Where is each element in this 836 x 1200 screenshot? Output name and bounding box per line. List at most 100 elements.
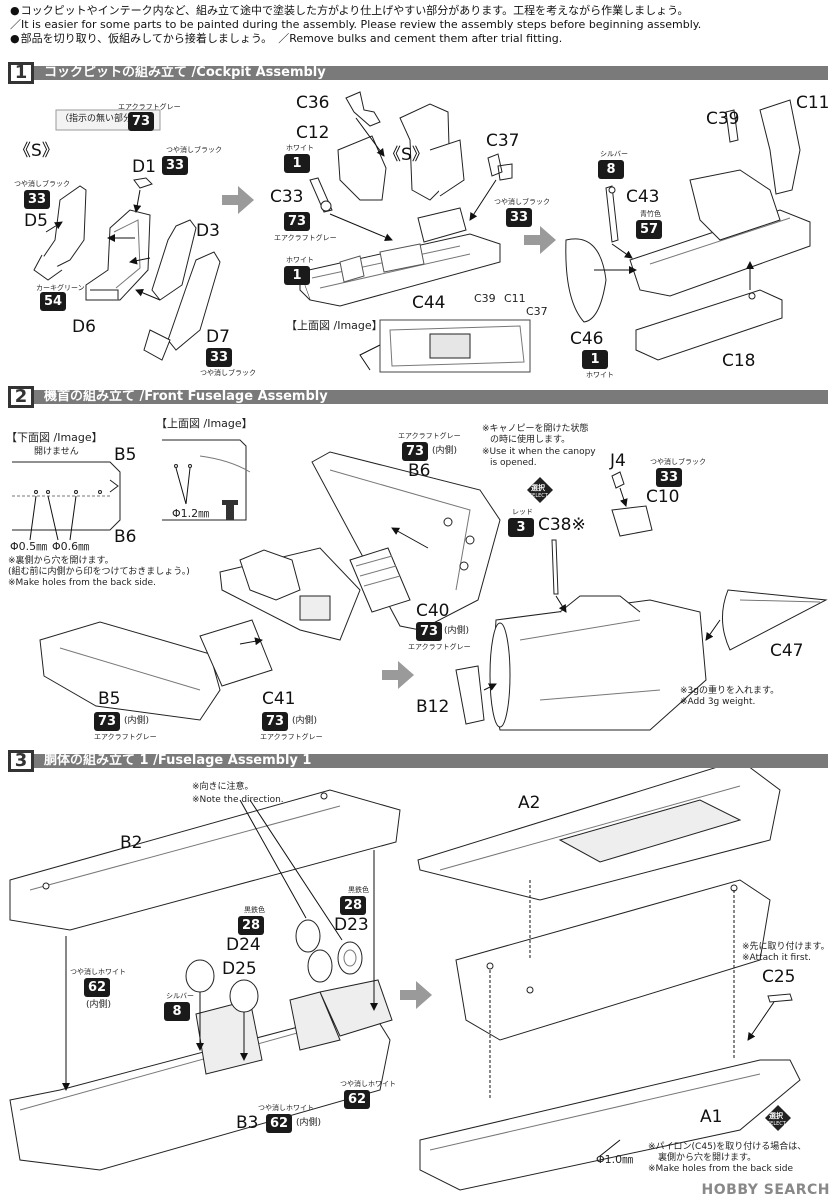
flat-white-inner: (内側) [86, 1000, 112, 1010]
top-view-image [360, 320, 530, 372]
part-c43 [606, 186, 618, 242]
part-label-c39: C39 [706, 109, 740, 129]
part-label-c33: C33 [270, 187, 304, 207]
fuselage-mid [456, 880, 770, 1040]
step-2-number: 2 [8, 386, 34, 408]
c40-color: エアクラフトグレー [408, 643, 471, 651]
c12-color: ホワイト [286, 144, 314, 152]
hole-05: Φ0.5㎜ [10, 540, 48, 553]
weight-note-en: ※Add 3g weight. [680, 697, 756, 707]
b3-color: つや消しホワイト [258, 1104, 314, 1112]
part-label-b2: B2 [120, 833, 143, 853]
seat-d6 [86, 210, 150, 300]
part-c33 [310, 178, 332, 212]
part-label-c46: C46 [570, 329, 604, 349]
part-label-d3: D3 [196, 221, 220, 241]
step-2-title: 機首の組み立て /Front Fuselage Assembly [44, 389, 328, 404]
hole-10: Φ1.0㎜ [596, 1153, 634, 1166]
first-note-jp: ※先に取り付けます。 [742, 942, 830, 952]
select-icon [527, 477, 553, 503]
paint-note-jp: コックピットやインテーク内など、組み立て途中で塗装した方がより仕上げやすい部分が… [10, 4, 689, 17]
c46-color: ホワイト [586, 371, 614, 379]
d1-color: つや消しブラック [166, 146, 222, 154]
b5-color-code: 73 [94, 712, 120, 731]
select-en: SELECT [529, 493, 548, 499]
fuselage-a1 [420, 1060, 800, 1190]
part-label-d25: D25 [222, 959, 257, 979]
seat-d3 [152, 220, 196, 300]
part-label-c12: C12 [296, 123, 330, 143]
nose-cone-c47 [722, 590, 826, 650]
part-d1 [134, 178, 152, 188]
c41-color-code: 73 [262, 712, 288, 731]
part-label-c40: C40 [416, 601, 450, 621]
hole-note2-jp: (組む前に内側から印をつけておきましょう。) [8, 567, 190, 577]
d6-color: カーキグリーン [36, 284, 85, 292]
part-label-c37: C37 [486, 131, 520, 151]
no-open-note: 開けません [34, 447, 79, 457]
b6-color: エアクラフトグレー [398, 432, 461, 440]
step1-arrow-1 [222, 186, 254, 214]
part-c37 [488, 154, 512, 180]
c43-color-code: 8 [598, 160, 624, 179]
right-white-code: 62 [344, 1090, 370, 1109]
watermark-text: HOBBY SEARCH [701, 1182, 830, 1198]
part-label-c41: C41 [262, 689, 296, 709]
b6-top-label: B6 [114, 527, 137, 547]
hole-note-en: ※Make holes from the back side. [8, 578, 156, 588]
part-label-b3: B3 [236, 1113, 259, 1133]
flat-white-color: つや消しホワイト [70, 968, 126, 976]
b5-color: エアクラフトグレー [94, 733, 157, 741]
part-label-c11: C11 [796, 93, 830, 113]
part-label-a2: A2 [518, 793, 541, 813]
part-label-c36: C36 [296, 93, 330, 113]
pylon-note-jp1: ※パイロン(C45)を取り付ける場合は、 [648, 1142, 807, 1152]
c10-color: つや消しブラック [650, 458, 706, 466]
part-label-d24: D24 [226, 935, 261, 955]
select-jp: 選択 [531, 484, 545, 492]
select-icon-2 [765, 1105, 791, 1131]
pylon-note-jp2: 裏側から穴を開けます。 [658, 1153, 757, 1163]
part-label-d23: D23 [334, 915, 369, 935]
step-1-title: コックピットの組み立て /Cockpit Assembly [44, 65, 326, 80]
b6-color-code: 73 [402, 442, 428, 461]
c37-color: つや消しブラック [494, 198, 550, 206]
part-j4 [612, 472, 624, 488]
part-label-j4: J4 [610, 451, 626, 471]
seat-assembly-mid [400, 104, 464, 200]
d7-color: つや消しブラック [200, 369, 256, 377]
part-label-b5: B5 [98, 689, 121, 709]
fuselage-assembled [490, 596, 706, 730]
seat-d7 [144, 252, 220, 360]
c41-inner: (内側) [292, 716, 318, 726]
hole-12: Φ1.2㎜ [172, 507, 210, 520]
part-label-c38: C38※ [538, 515, 586, 535]
c38-color: レッド [512, 508, 533, 516]
image-label: 【上面図 /Image】 [286, 319, 383, 332]
cockpit-in-fuselage [220, 548, 360, 640]
c12-color-code: 1 [284, 154, 310, 173]
seat-d5 [34, 186, 86, 280]
drill-icon [222, 500, 238, 520]
top-view-image-2 [162, 440, 250, 520]
part-label-c44: C44 [412, 293, 446, 313]
part-label-c18: C18 [722, 351, 756, 371]
part-b12 [456, 666, 484, 724]
d24-color-code: 28 [238, 916, 264, 935]
part-c41 [200, 620, 272, 686]
part-label-c47: C47 [770, 641, 804, 661]
step-1-header: 1 コックピットの組み立て /Cockpit Assembly [8, 62, 828, 84]
first-note-en: ※Attach it first. [742, 953, 811, 963]
part-label-b12: B12 [416, 697, 450, 717]
s-mark-left: 《S》 [14, 141, 59, 161]
image-c39: C39 [474, 292, 496, 305]
c40-color-code: 73 [416, 622, 442, 641]
canopy-note-en1: ※Use it when the canopy [482, 447, 596, 457]
part-label-a1: A1 [700, 1107, 723, 1127]
fan-d23 [338, 942, 362, 974]
canopy-note-jp2: の時に使用します。 [490, 435, 571, 445]
d5-color-code: 33 [24, 190, 50, 209]
step3-arrow [400, 981, 432, 1009]
part-label-b6: B6 [408, 461, 431, 481]
part-label-d5: D5 [24, 211, 48, 231]
